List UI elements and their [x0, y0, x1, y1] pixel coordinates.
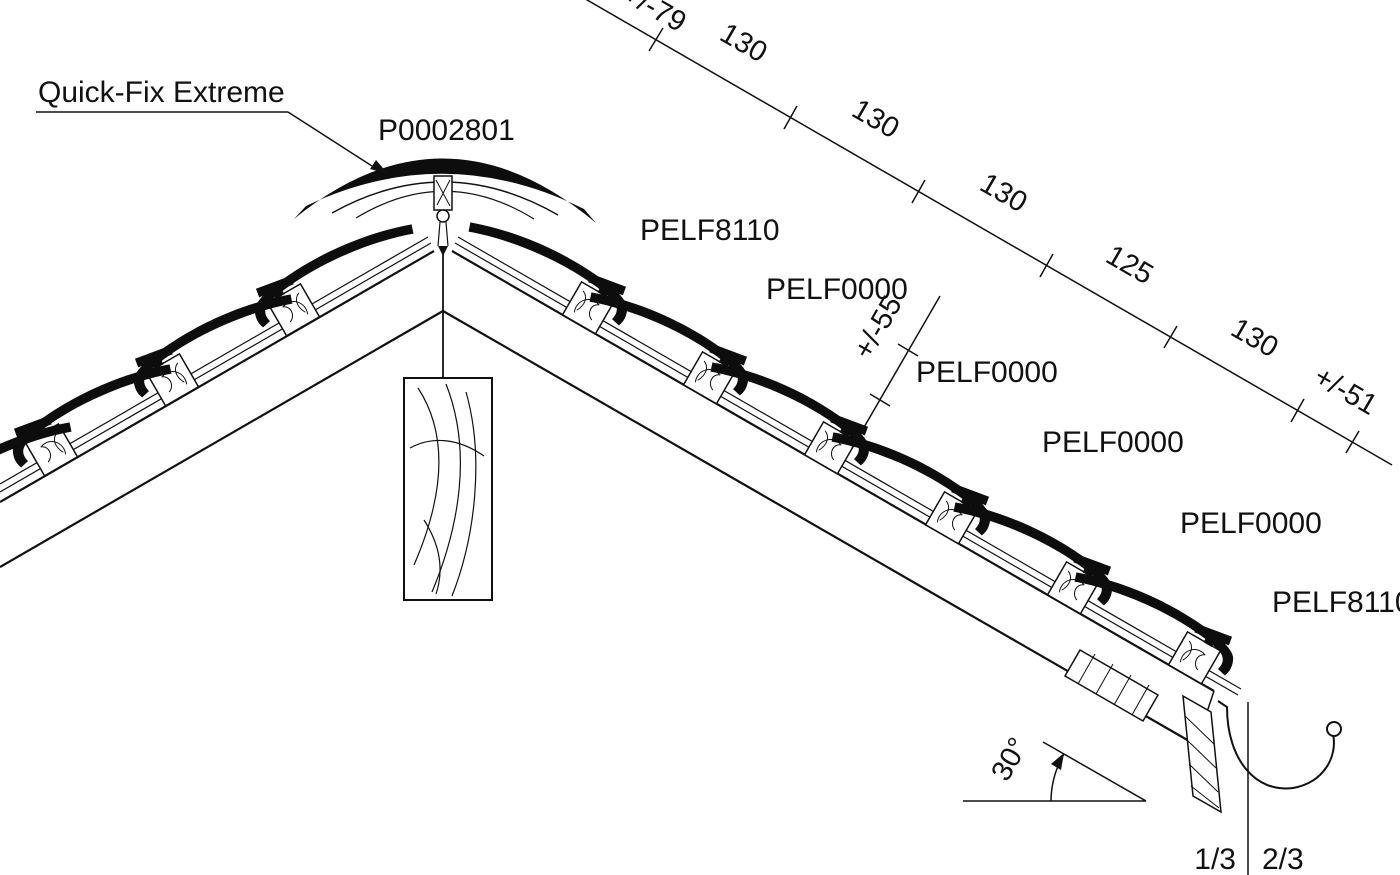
- pitch-arrowhead: [1051, 753, 1064, 770]
- wood-grain: [423, 519, 441, 595]
- dimension-tick: [648, 27, 664, 52]
- part-labels: P0002801 PELF8110 PELF0000 PELF0000 PELF…: [378, 114, 1400, 619]
- dimension-tick: [1290, 398, 1305, 423]
- dimension-value: 130: [715, 17, 773, 69]
- quick-fix-callout: Quick-Fix Extreme: [36, 76, 388, 174]
- dimension-value: 130: [847, 93, 905, 145]
- deck-bottom-left: [0, 310, 444, 568]
- field-tile-code-label: PELF0000: [1180, 507, 1322, 540]
- leader-line: [287, 111, 373, 167]
- ridge-tile-code-label: PELF8110: [640, 214, 780, 247]
- tile-module: [242, 204, 430, 346]
- wood-grain: [413, 387, 440, 566]
- field-tile-code-label: PELF0000: [916, 356, 1058, 389]
- gutter-bead: [1326, 721, 1342, 737]
- ridge-clip-screw: [437, 221, 449, 247]
- ridge-cap: [294, 158, 596, 256]
- fraction-left-label: 1/3: [1194, 843, 1236, 875]
- gauge-tick: [869, 393, 891, 407]
- dimension-value: 125: [1101, 239, 1159, 291]
- leader-arrowhead: [370, 160, 388, 174]
- wood-grain: [409, 439, 485, 457]
- field-tile-code-label: PELF0000: [766, 273, 908, 306]
- ridge-beam: [403, 377, 493, 601]
- tiles-left-slope: [0, 204, 430, 544]
- overhang-fraction-annotation: 1/3 2/3: [1194, 702, 1304, 875]
- dimension-tick: [1163, 325, 1178, 349]
- eaves-batten-section: [1063, 648, 1160, 723]
- quick-fix-label: Quick-Fix Extreme: [38, 76, 285, 109]
- tile-module: [452, 202, 640, 344]
- hatch-lines: [1184, 715, 1220, 809]
- fraction-right-label: 2/3: [1262, 843, 1304, 875]
- dimension-value: 130: [975, 167, 1033, 219]
- dimension-tick: [911, 179, 926, 204]
- ridge-clip-eye: [436, 209, 450, 223]
- roof-pitch-annotation: 30°: [963, 733, 1147, 802]
- field-tile-code-label: PELF0000: [1042, 426, 1184, 459]
- dimension-line: [585, 0, 1393, 466]
- dimension-tick: [783, 105, 798, 130]
- dimension-tick: [1039, 253, 1054, 278]
- hatch-lines: [1077, 653, 1150, 716]
- dimension-value: 130: [1226, 312, 1284, 364]
- ridge-clip-code-label: P0002801: [378, 114, 515, 147]
- wood-grain: [451, 391, 477, 597]
- membrane-line-left: [0, 236, 429, 485]
- pitch-slope-line: [1042, 741, 1147, 802]
- eaves-assembly: [1063, 648, 1342, 814]
- eaves-tile-code-label: PELF8110: [1272, 586, 1400, 619]
- dimension-value: +/-79: [618, 0, 692, 39]
- ridge-cap-tile: [294, 158, 596, 223]
- dimension-value: +/-51: [1309, 361, 1383, 422]
- ridge-beam-section: [403, 377, 493, 601]
- dimension-tick: [1345, 430, 1360, 454]
- gauge-tick: [897, 343, 919, 357]
- wood-grain: [431, 383, 461, 593]
- gutter-profile: [1217, 700, 1335, 790]
- ridge-clip-detail: [435, 179, 451, 207]
- gauge-line: [851, 295, 941, 449]
- ridge-clip-screw-tip: [438, 246, 448, 256]
- pitch-value: 30°: [985, 733, 1035, 787]
